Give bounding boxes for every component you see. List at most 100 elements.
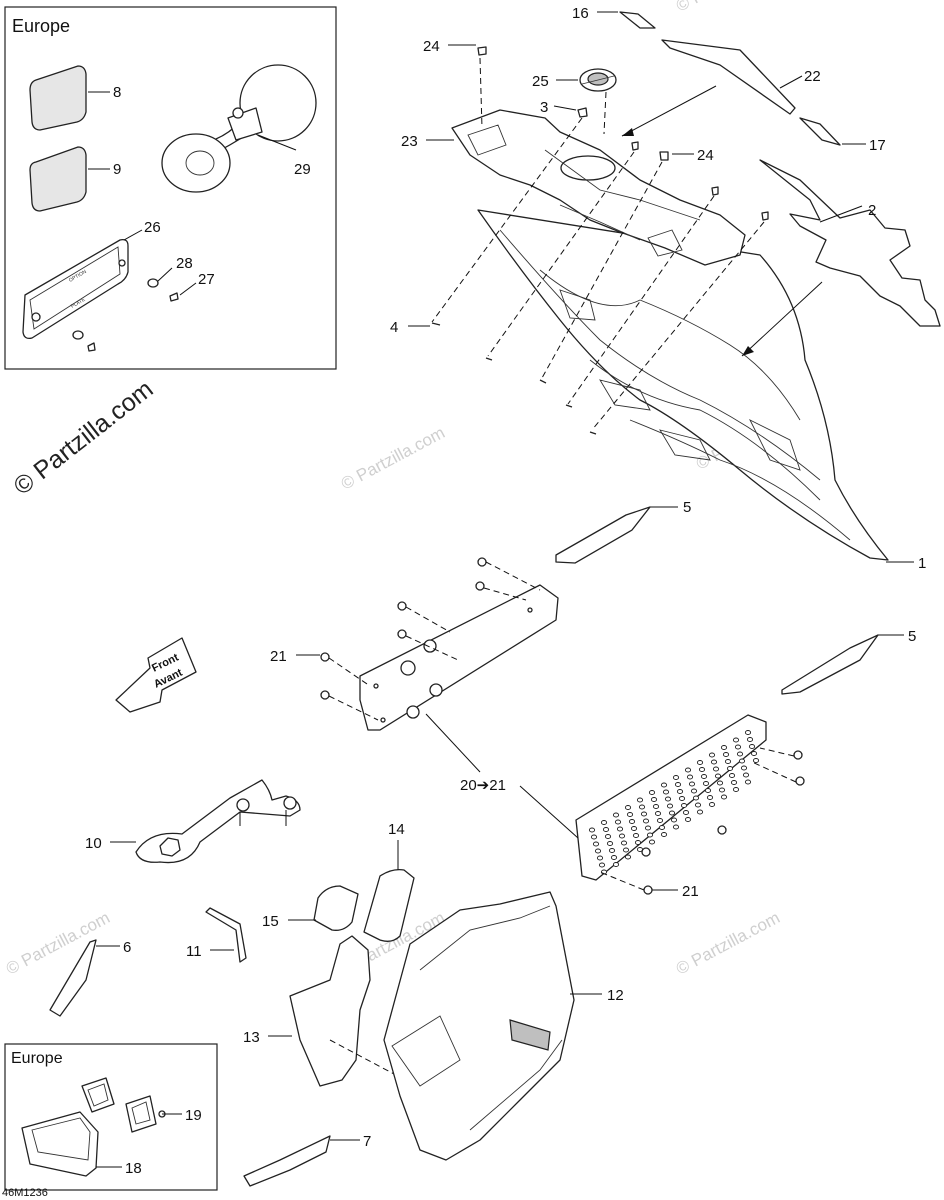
drawing-number: 46M1236: [2, 1187, 48, 1199]
board-stud: [752, 758, 760, 763]
strip-7: [243, 1135, 331, 1187]
board-stud: [612, 812, 620, 818]
board-stud: [726, 766, 734, 771]
board-stud: [618, 833, 626, 839]
callout-25: 25: [532, 73, 549, 90]
board-stud: [608, 848, 616, 853]
strip-6: [49, 939, 97, 1017]
board-stud: [696, 809, 704, 815]
board-stud: [588, 827, 596, 833]
callout-4: 4: [390, 319, 398, 336]
board-stud: [604, 834, 612, 839]
board-stud: [672, 775, 680, 780]
callout-18: 18: [125, 1160, 142, 1177]
callout-8: 8: [113, 84, 121, 101]
board-stud: [744, 730, 752, 735]
board-stud: [700, 774, 708, 779]
callout-9: 9: [113, 161, 121, 178]
callout-24b: 24: [697, 147, 714, 164]
board-stud: [692, 795, 700, 801]
front-direction-arrow: Front Avant: [115, 637, 197, 713]
screw-3: [577, 107, 588, 118]
board-stud: [712, 766, 720, 772]
board-stud: [716, 780, 724, 786]
board-stud: [640, 811, 648, 817]
board-stud: [680, 803, 688, 808]
decal-17: [799, 117, 841, 146]
board-stud: [718, 787, 726, 793]
board-stud: [704, 788, 712, 793]
board-stud: [732, 787, 740, 792]
board-stud: [730, 780, 738, 785]
board-stud: [596, 855, 604, 861]
board-stud: [748, 744, 756, 749]
callout-22: 22: [804, 68, 821, 85]
strip-5b: [781, 634, 879, 695]
board-stud: [702, 781, 710, 786]
board-stud: [606, 841, 614, 846]
board-stud: [684, 767, 692, 773]
board-stud: [724, 759, 732, 764]
board-stud: [684, 817, 692, 822]
board-stud: [624, 854, 632, 860]
reflector-9: [29, 146, 87, 212]
board-stud: [652, 804, 660, 809]
board-stud: [644, 825, 652, 831]
board-stud: [614, 819, 622, 825]
board-stud: [682, 810, 690, 815]
board-stud: [698, 767, 706, 772]
board-stud: [720, 745, 728, 750]
plate-holder-26: OPTION PLATE: [22, 238, 179, 352]
board-stud: [648, 839, 656, 845]
strip-5a: [555, 506, 651, 564]
reflector-housing-18: [21, 1111, 99, 1177]
board-stud: [720, 794, 728, 800]
watermark-text: © Partzilla.com: [3, 908, 113, 979]
bracket-19a: [81, 1077, 115, 1113]
board-stud: [722, 752, 730, 757]
board-stud: [690, 788, 698, 794]
board-stud: [738, 758, 746, 764]
board-stud: [624, 805, 632, 810]
board-stud: [650, 797, 658, 802]
board-stud: [592, 841, 600, 847]
board-stud: [638, 804, 646, 810]
callout-13: 13: [243, 1029, 260, 1046]
callout-5a: 5: [683, 499, 691, 516]
board-stud: [632, 833, 640, 838]
board-stud: [622, 847, 630, 853]
callout-16: 16: [572, 5, 589, 22]
board-stud: [660, 832, 668, 837]
board-stud: [750, 751, 758, 756]
board-stud: [732, 737, 740, 743]
callout-2: 2: [868, 202, 876, 219]
spanner-10: 10: [85, 779, 301, 864]
running-board-left: 21: [270, 557, 559, 731]
watermark-text: © Partzilla.com: [673, 0, 783, 16]
board-stud: [666, 803, 674, 809]
board-stud: [736, 751, 744, 757]
board-stud: [672, 824, 680, 830]
board-stud: [646, 832, 654, 838]
board-stud: [694, 802, 702, 808]
reflector-8: [29, 65, 87, 131]
panel-13: [289, 935, 371, 1087]
board-stud: [742, 772, 750, 778]
callout-11: 11: [186, 943, 202, 960]
board-stud: [660, 782, 668, 788]
board-stud: [656, 818, 664, 823]
board-stud: [612, 862, 620, 867]
callout-15: 15: [262, 913, 279, 930]
board-stud: [670, 817, 678, 823]
pad-14: [363, 868, 415, 942]
board-stud: [708, 752, 716, 758]
callout-29: 29: [294, 161, 311, 178]
watermark-text: © Partzilla.com: [338, 423, 448, 494]
pad-15: [313, 885, 359, 931]
board-stud: [740, 765, 748, 771]
board-stud: [710, 759, 718, 765]
decal-22: [661, 39, 796, 115]
europe-label: Europe: [12, 16, 70, 36]
board-stud: [648, 790, 656, 795]
board-stud: [642, 818, 650, 824]
